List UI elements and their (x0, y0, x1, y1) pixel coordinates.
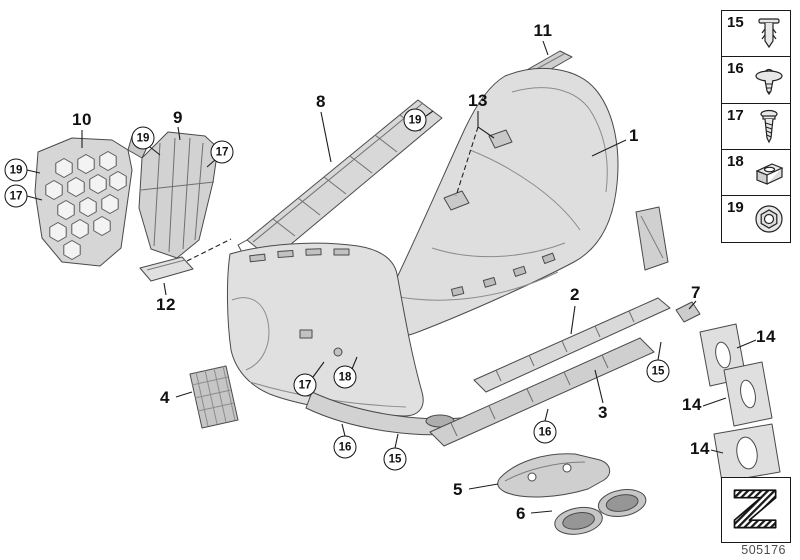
diagram-number: 505176 (741, 543, 786, 557)
legend-number: 17 (727, 106, 744, 124)
legend-item-15: 15 (721, 10, 791, 58)
legend-number: 19 (727, 199, 744, 217)
legend-item-18: 18 (721, 148, 791, 197)
self-tapping-screw-icon (747, 104, 790, 150)
expansion-rivet-icon (747, 11, 790, 57)
screw-with-washer-icon (747, 57, 790, 103)
fastener-legend: 15 16 (721, 10, 791, 244)
legend-number: 16 (727, 60, 744, 78)
legend-item-17: 17 (721, 102, 791, 151)
legend-number: 18 (727, 152, 744, 170)
hatched-z-arrow-icon (725, 479, 787, 542)
diagram-symbol-box (721, 477, 791, 543)
sheet-metal-clip-icon (747, 150, 790, 196)
legend-item-16: 16 (721, 56, 791, 105)
legend-number: 15 (727, 14, 744, 31)
plastic-nut-icon (747, 196, 790, 242)
legend-item-19: 19 (721, 195, 791, 244)
